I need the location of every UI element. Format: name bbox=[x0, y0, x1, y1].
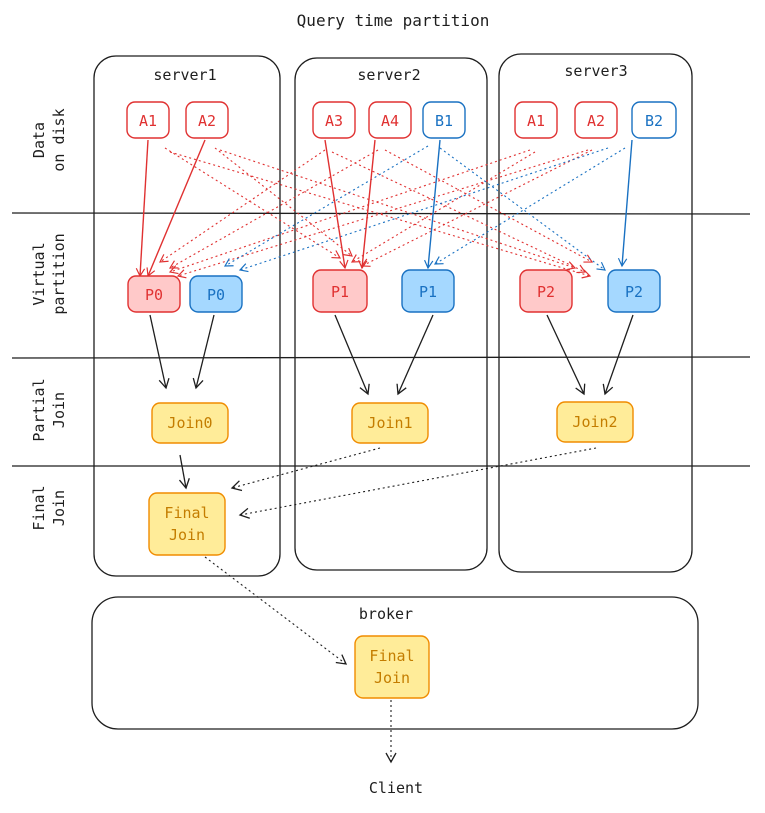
data-label-a2: A2 bbox=[587, 112, 605, 130]
data-box-a2 bbox=[574, 101, 618, 139]
partition-box-blue bbox=[607, 269, 661, 313]
row-label-line1: Virtual bbox=[30, 242, 48, 305]
server1-final-join-line2: Join bbox=[169, 526, 205, 544]
join1-label: Join1 bbox=[367, 414, 412, 432]
data-label-b2: B2 bbox=[645, 112, 663, 130]
join-to-final-arrows bbox=[204, 447, 597, 764]
partition-label-red: P0 bbox=[145, 286, 163, 304]
server1-label: server1 bbox=[153, 66, 216, 84]
server1-box bbox=[93, 55, 281, 577]
join1-box bbox=[351, 402, 429, 444]
local-arrows bbox=[135, 139, 633, 278]
partition-label-blue: P2 bbox=[625, 283, 643, 301]
row-separator-2 bbox=[11, 356, 751, 359]
row-label-final-join: Final Join bbox=[30, 485, 68, 530]
broker-box bbox=[91, 596, 699, 730]
server3-label: server3 bbox=[564, 62, 627, 80]
row-label-partial-join: Partial Join bbox=[30, 378, 68, 441]
server1-data: A1 A2 bbox=[126, 101, 229, 139]
shuffle-arrows-blue bbox=[223, 145, 626, 273]
shuffle-arrows-red bbox=[159, 147, 594, 279]
row-label-data-on-disk: Data on disk bbox=[30, 108, 68, 171]
row-label-line2: Join bbox=[50, 490, 68, 526]
data-label-a2: A2 bbox=[198, 112, 216, 130]
data-box-b1 bbox=[422, 101, 466, 139]
partition-box-red bbox=[312, 269, 368, 313]
join2-label: Join2 bbox=[572, 413, 617, 431]
broker-final-join-box bbox=[354, 635, 430, 699]
partition-box-red bbox=[519, 269, 573, 313]
server3-data: A1 A2 B2 bbox=[514, 101, 677, 139]
join0-box bbox=[151, 402, 229, 444]
broker-final-join-line2: Join bbox=[374, 669, 410, 687]
partition-label-blue: P1 bbox=[419, 283, 437, 301]
row-label-line2: partition bbox=[50, 233, 68, 314]
partition-label-blue: P0 bbox=[207, 286, 225, 304]
server1-final-join-line1: Final bbox=[164, 504, 209, 522]
partition-label-red: P2 bbox=[537, 283, 555, 301]
row-label-virtual-partition: Virtual partition bbox=[30, 233, 68, 314]
data-label-a3: A3 bbox=[325, 112, 343, 130]
server2-partitions: P1 P1 bbox=[312, 269, 455, 313]
partition-label-red: P1 bbox=[331, 283, 349, 301]
server3-box bbox=[498, 53, 693, 573]
server2-label: server2 bbox=[357, 66, 420, 84]
data-box-a3 bbox=[312, 101, 356, 139]
data-label-b1: B1 bbox=[435, 112, 453, 130]
server3-partitions: P2 P2 bbox=[519, 269, 661, 313]
broker-final-join-line1: Final bbox=[369, 647, 414, 665]
diagram-title: Query time partition bbox=[297, 11, 490, 30]
broker-label: broker bbox=[359, 605, 413, 623]
join0-label: Join0 bbox=[167, 414, 212, 432]
data-box-a4 bbox=[368, 101, 412, 139]
row-label-line1: Final bbox=[30, 485, 48, 530]
row-label-line2: Join bbox=[50, 392, 68, 428]
partition-box-red bbox=[127, 275, 181, 313]
data-box-a1 bbox=[126, 101, 170, 139]
partition-to-join-arrows bbox=[149, 314, 634, 490]
partition-box-blue bbox=[189, 275, 243, 313]
server2-data: A3 A4 B1 bbox=[312, 101, 466, 139]
server1-partitions: P0 P0 bbox=[127, 275, 243, 313]
data-box-a1 bbox=[514, 101, 558, 139]
server2-box bbox=[294, 57, 488, 571]
data-label-a1: A1 bbox=[139, 112, 157, 130]
data-box-a2 bbox=[185, 101, 229, 139]
row-label-line2: on disk bbox=[50, 108, 68, 171]
row-label-line1: Partial bbox=[30, 378, 48, 441]
data-box-b2 bbox=[631, 101, 677, 139]
row-label-line1: Data bbox=[30, 122, 48, 158]
server1-final-join-box bbox=[148, 492, 226, 556]
data-label-a1: A1 bbox=[527, 112, 545, 130]
partition-box-blue bbox=[401, 269, 455, 313]
client-label: Client bbox=[369, 779, 423, 797]
data-label-a4: A4 bbox=[381, 112, 399, 130]
join2-box bbox=[556, 401, 634, 443]
